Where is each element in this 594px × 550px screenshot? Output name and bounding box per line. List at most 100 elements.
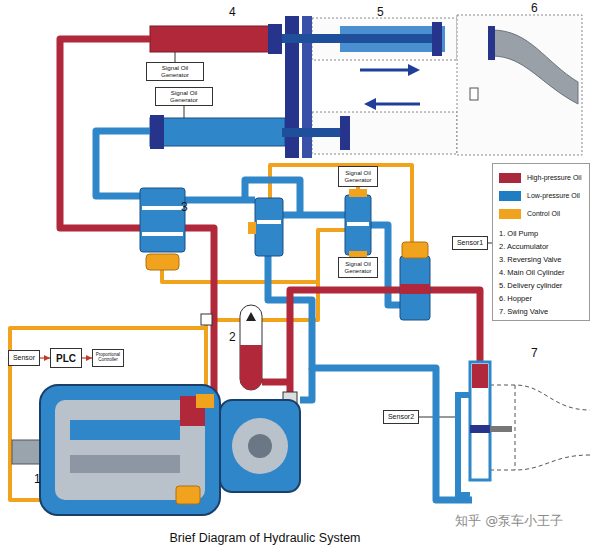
piston (340, 116, 350, 150)
main-pump (40, 385, 220, 515)
accumulator-mark (246, 312, 256, 321)
plc-box: PLC (50, 348, 82, 368)
legend-text: Low-pressure Oil (527, 192, 580, 199)
legend-row: 6. Hopper (499, 293, 532, 304)
node-text: PLC (56, 353, 76, 364)
swing-pipe-outline (490, 455, 590, 470)
controller-box: Proportional Controller (92, 349, 124, 367)
legend-text: 2. Accumulator (499, 242, 549, 251)
piston-rod (282, 128, 312, 137)
callout-number: 7 (531, 346, 538, 360)
legend-text: High-pressure Oil (527, 174, 581, 181)
aux-pump (220, 400, 300, 492)
signal-box: Signal Oil Generator (155, 87, 213, 106)
delivery-cylinder-housing (312, 18, 457, 60)
legend-box: High-pressure OilLow-pressure OilControl… (492, 163, 590, 321)
callout-number: 1 (34, 472, 41, 486)
accumulator (240, 305, 262, 390)
signal-arrow (82, 357, 92, 358)
hopper-outline (457, 15, 582, 155)
sensor-box: Sensor1 (452, 236, 488, 250)
pump-control (176, 486, 200, 504)
legend-row: 5. Delivery cylinder (499, 280, 562, 291)
high-pressure-pipe (60, 39, 150, 228)
piston-rod (490, 426, 512, 432)
flow-arrow (360, 69, 410, 72)
node-text: Signal Oil Generator (157, 90, 211, 104)
valve-pilot (146, 254, 179, 270)
valve-band (257, 220, 281, 224)
callout-number: 4 (229, 5, 236, 19)
legend-row: Control Oil (499, 208, 560, 219)
leader-line (184, 106, 185, 118)
node-text: Sensor1 (457, 239, 483, 247)
piston-rod (312, 128, 342, 137)
low-pressure-pipe (300, 368, 312, 400)
accumulator-oil (240, 345, 262, 390)
piston-rod (312, 34, 434, 43)
signal-box: Signal Oil Generator (338, 257, 378, 278)
high-pressure-lines (60, 39, 480, 398)
tube-flange (488, 26, 495, 60)
legend-text: 5. Delivery cylinder (499, 281, 562, 290)
valve-band (142, 232, 183, 236)
piston-rod (282, 34, 312, 43)
high-pressure-pipe (290, 290, 480, 398)
valve-body (345, 195, 371, 255)
pump-control (196, 394, 214, 408)
legend-row: 2. Accumulator (499, 241, 549, 252)
swing-cylinder-oil (472, 364, 488, 388)
piston (150, 115, 164, 149)
valve-pilot (402, 242, 428, 258)
aux-pump-gear (232, 418, 288, 474)
valve-band (347, 222, 369, 226)
legend-swatch (499, 209, 521, 219)
pump-rotor (70, 420, 180, 440)
hopper-fitting (470, 88, 478, 100)
valve-band (142, 206, 183, 210)
delivery-cylinder-housing (312, 112, 457, 154)
swing-cylinder (470, 362, 490, 480)
signal-box: Signal Oil Generator (146, 62, 204, 81)
legend-row: 7. Swing Valve (499, 306, 548, 317)
main-cylinder-high (150, 26, 272, 52)
piston (432, 22, 442, 56)
control-pipe (162, 230, 345, 282)
valve-body (140, 188, 185, 252)
callout-number: 2 (229, 330, 236, 344)
high-pressure-pipe (185, 228, 214, 398)
sensor-box: Sensor2 (383, 410, 419, 424)
valve-pilot (349, 189, 367, 197)
node-text: Sensor (13, 354, 35, 362)
callout-number: 6 (531, 1, 538, 15)
signal-arrow (40, 357, 50, 358)
node-text: Sensor2 (388, 413, 414, 421)
legend-text: 4. Main Oil Cylinder (499, 268, 564, 277)
swing-tube (492, 30, 578, 104)
legend-swatch (499, 173, 521, 183)
node-text: Signal Oil Generator (340, 170, 376, 183)
main-cylinder-low (150, 118, 285, 146)
legend-row: High-pressure Oil (499, 172, 581, 183)
legend-text: 7. Swing Valve (499, 307, 548, 316)
caption: Brief Diagram of Hydraulic System (130, 531, 400, 545)
legend-text: 1. Oil Pump (499, 229, 538, 238)
pump-shaft (12, 440, 42, 464)
low-pressure-pipe (283, 212, 345, 219)
sensor-box: Sensor (8, 350, 40, 366)
node-text: Signal Oil Generator (340, 261, 376, 274)
callout-number: 3 (181, 200, 188, 214)
node-text: Proportional Controller (94, 353, 122, 363)
legend-text: 3. Reversing Valve (499, 255, 561, 264)
legend-text: Control Oil (527, 210, 560, 217)
node-text: Signal Oil Generator (148, 65, 202, 79)
leader-line (175, 52, 176, 62)
valve-body (255, 198, 283, 256)
legend-row: 3. Reversing Valve (499, 254, 561, 265)
legend-text: 6. Hopper (499, 294, 532, 303)
callout-number: 5 (377, 5, 384, 19)
pump-rotor (70, 455, 180, 473)
low-pressure-pipe (96, 131, 150, 196)
